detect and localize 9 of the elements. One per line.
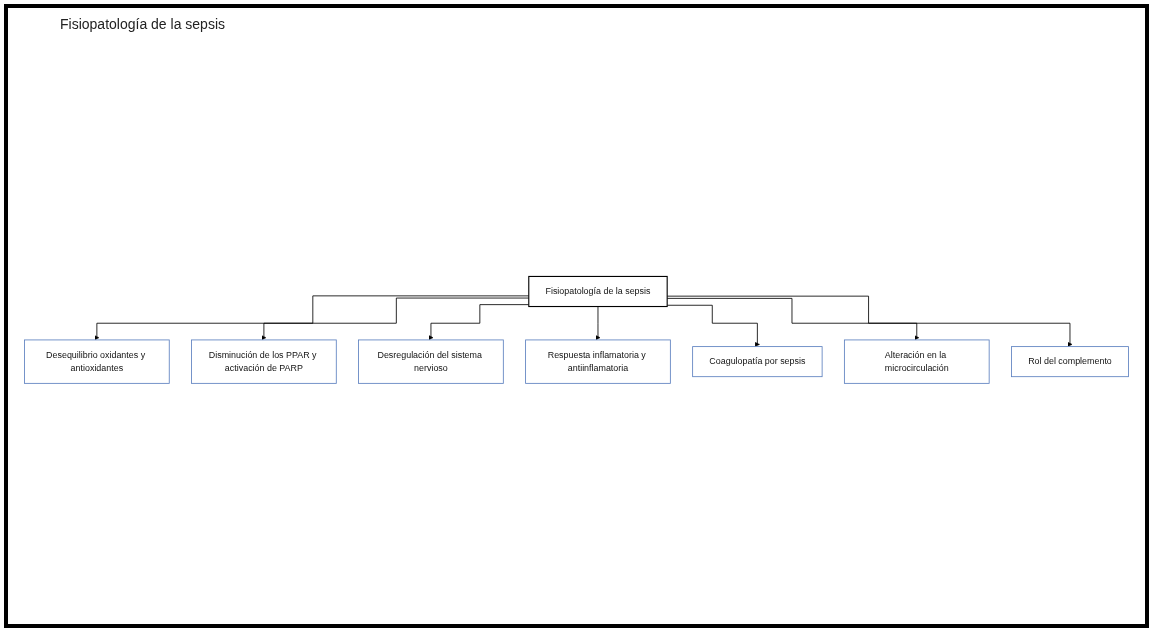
node-box: Fisiopatología de la sepsis [528, 276, 668, 308]
node-box: Desregulación del sistema nervioso [358, 339, 504, 384]
diagram-title: Fisiopatología de la sepsis [60, 16, 225, 32]
node-box: Rol del complemento [1011, 346, 1129, 378]
node-box: Disminución de los PPAR y activación de PARP [191, 339, 337, 384]
node-box: Desequilibrio oxidantes y antioxidantes [24, 339, 170, 384]
node-box: Respuesta inflamatoria y antiinflamatoria [525, 339, 671, 384]
node-box: Alteración en la microcirculación [843, 339, 990, 384]
node-box: Coagulopatía por sepsis [692, 346, 823, 378]
